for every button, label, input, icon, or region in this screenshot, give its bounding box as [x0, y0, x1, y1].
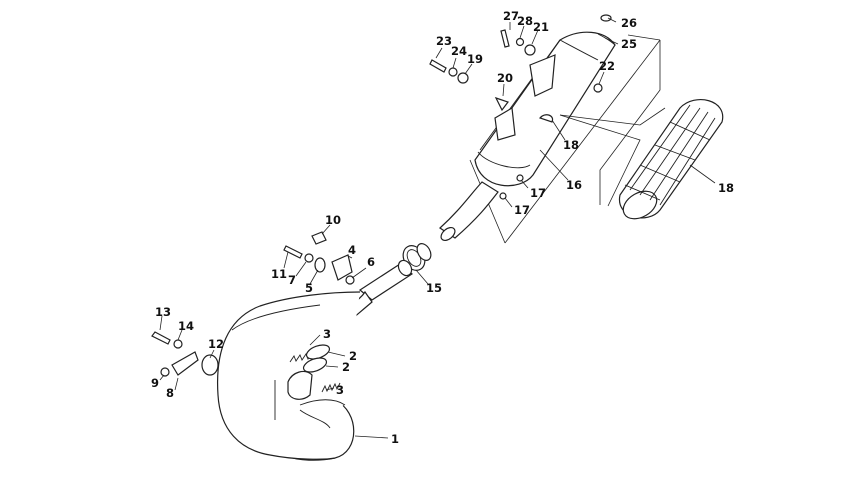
- label-9: 9: [151, 376, 159, 390]
- label-11: 11: [271, 267, 287, 281]
- bushing-and-bracket: [151, 331, 219, 377]
- label-13: 13: [155, 305, 171, 319]
- expansion-chamber: [216, 290, 373, 461]
- label-12: 12: [208, 337, 224, 351]
- label-23: 23: [436, 34, 452, 48]
- mesh-sleeve: [619, 99, 724, 220]
- leader-lines: [159, 17, 716, 439]
- label-18-sleeve: 18: [718, 181, 734, 195]
- link-pipe: [439, 181, 499, 242]
- label-8: 8: [166, 386, 174, 400]
- label-25: 25: [621, 37, 637, 51]
- label-20: 20: [497, 71, 513, 85]
- label-3-lower: 3: [336, 383, 344, 397]
- label-6: 6: [367, 255, 375, 269]
- label-2-lower: 2: [342, 360, 350, 374]
- label-15: 15: [426, 281, 442, 295]
- label-2-upper: 2: [349, 349, 357, 363]
- mount-hardware: [283, 231, 355, 285]
- manifold-flange: [287, 370, 313, 400]
- label-5: 5: [305, 281, 313, 295]
- label-17-lower: 17: [514, 203, 530, 217]
- label-16: 16: [566, 178, 582, 192]
- o-rings: [302, 344, 331, 373]
- label-14: 14: [178, 319, 194, 333]
- label-4: 4: [348, 243, 356, 257]
- label-27: 27: [503, 9, 519, 23]
- label-21: 21: [533, 20, 549, 34]
- label-10: 10: [325, 213, 341, 227]
- label-26: 26: [621, 16, 637, 30]
- label-7: 7: [288, 273, 296, 287]
- label-18-upper: 18: [563, 138, 579, 152]
- label-17-upper: 17: [530, 186, 546, 200]
- label-22: 22: [599, 59, 615, 73]
- label-19: 19: [467, 52, 483, 66]
- label-3-upper: 3: [323, 327, 331, 341]
- callout-labels: 27 28 21 26 25 23 24 19 22 20 18 16 17 1…: [151, 9, 734, 446]
- muffler-body: [474, 31, 616, 187]
- label-28: 28: [517, 14, 533, 28]
- upper-hardware: [429, 14, 612, 200]
- assembly-outline: [469, 34, 666, 244]
- label-24: 24: [451, 44, 467, 58]
- label-1: 1: [391, 432, 399, 446]
